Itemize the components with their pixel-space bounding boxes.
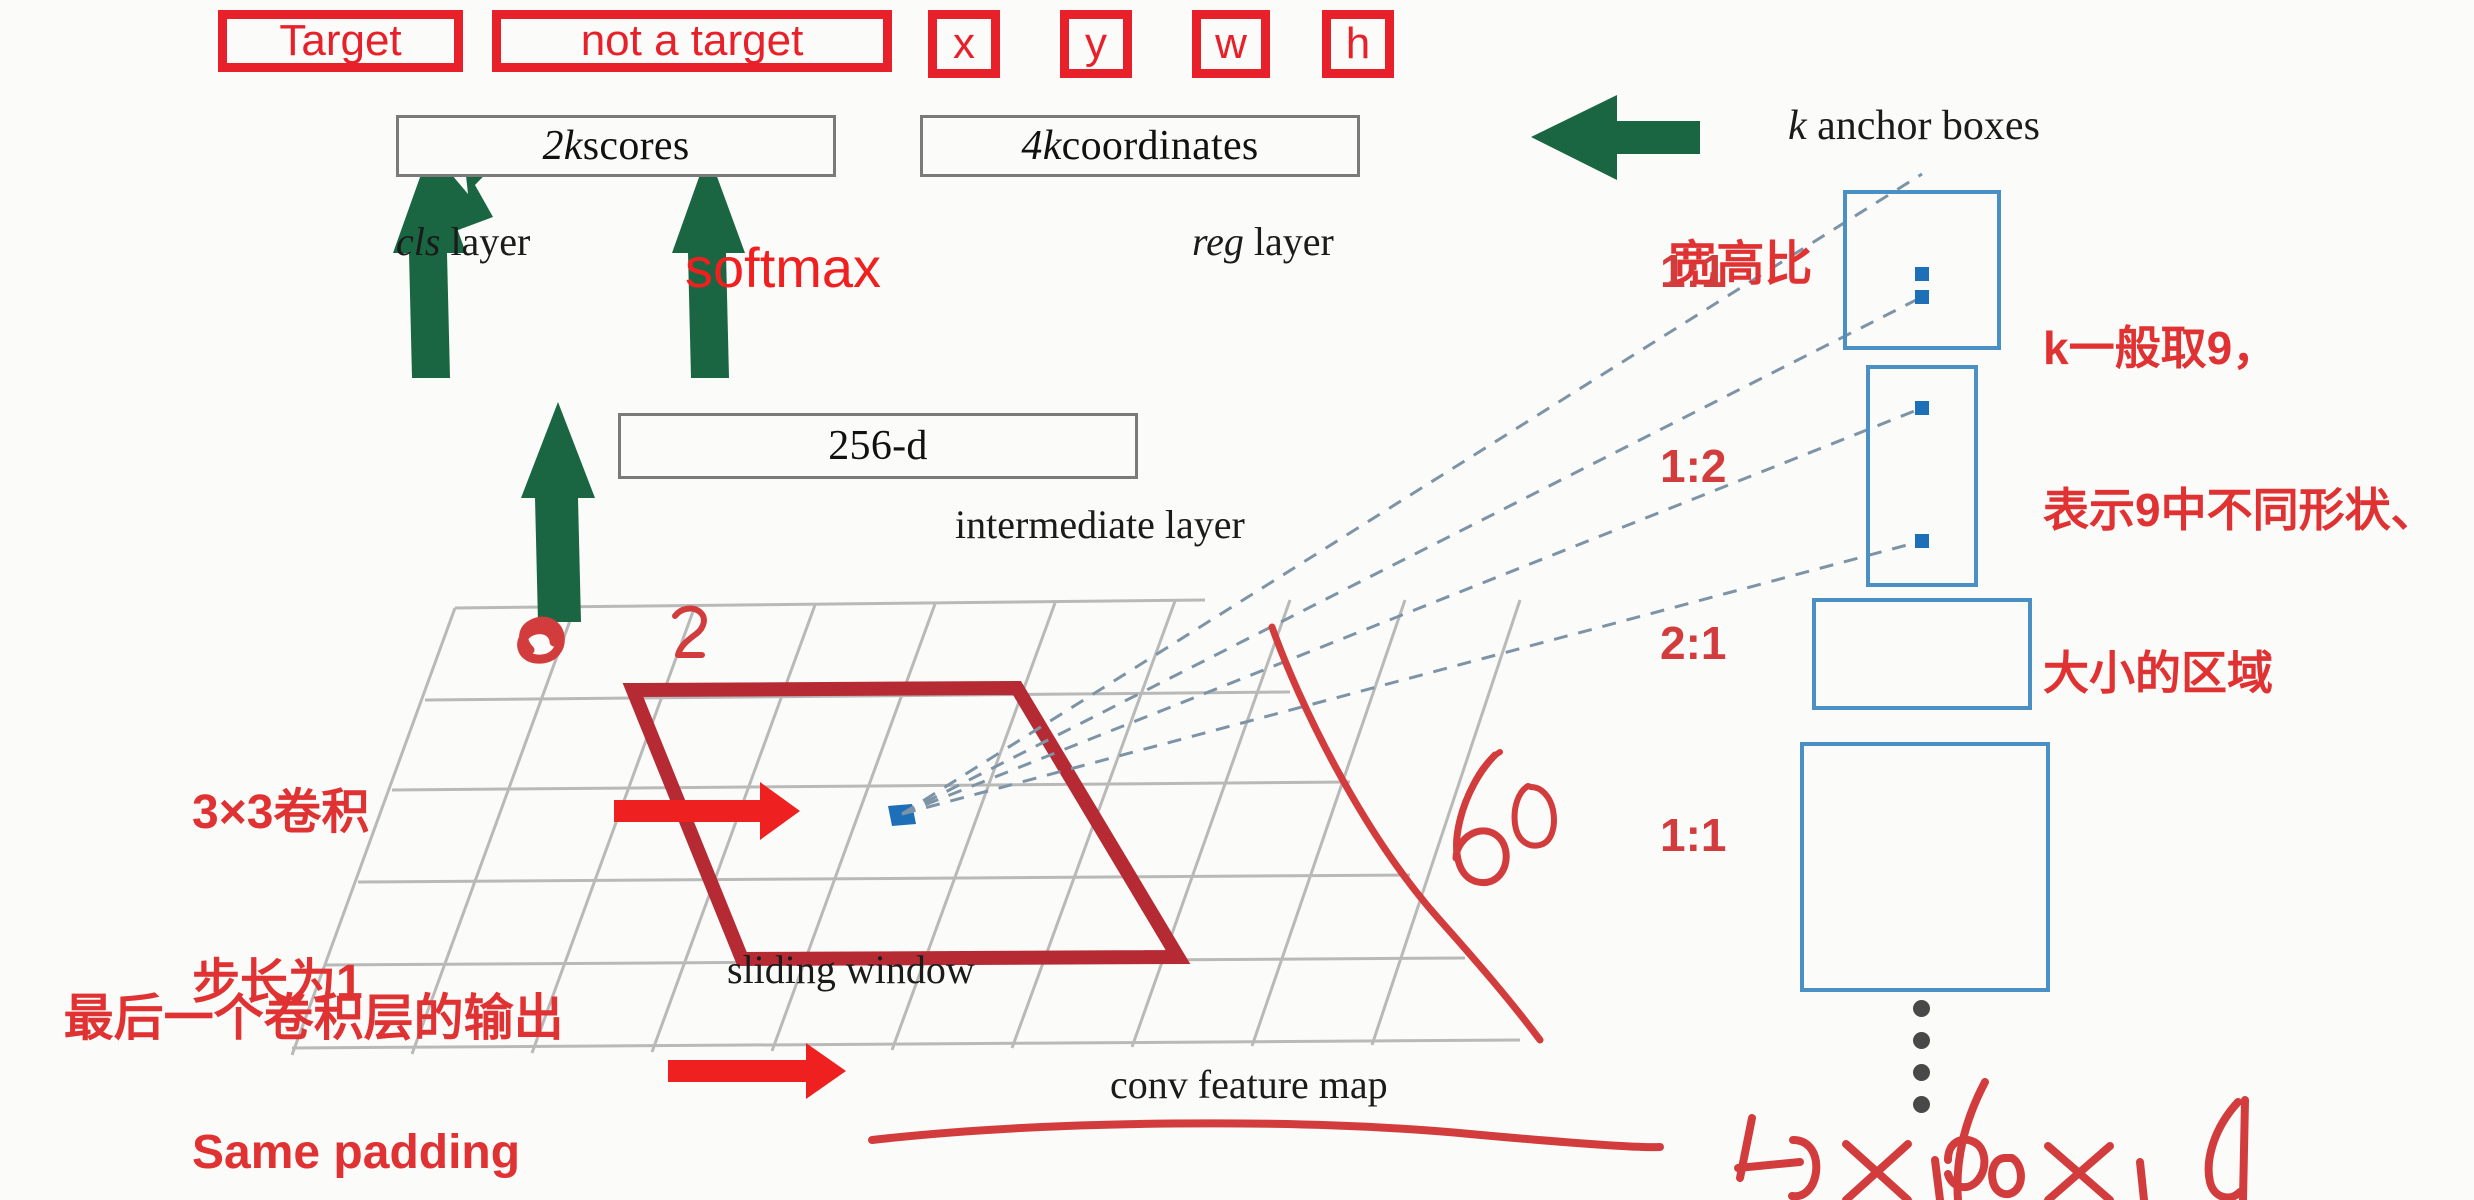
box-2k-scores: 2k scores [396, 115, 836, 177]
annotation-last-conv-output: 最后一个卷积层的输出 [8, 930, 564, 1107]
annotation-k-note-line1: k一般取9， [2043, 321, 2279, 374]
annotation-k-note: k一般取9， 表示9中不同形状、 大小的区域 [2043, 212, 2437, 809]
caption-reg-rest: layer [1243, 219, 1334, 264]
box-256d-text: 256-d [828, 423, 928, 469]
ratio-label-1-1-b: 1:1 [1660, 812, 1726, 858]
arrow-up-icon-intermediate-body [521, 402, 595, 622]
box-2k-scores-prefix: 2k [542, 123, 583, 169]
arrow-left-icon-body [1531, 95, 1700, 180]
anchor-center-dot-3 [1915, 401, 1929, 415]
caption-softmax: softmax [685, 240, 881, 296]
red-slide-arrows [614, 782, 846, 1099]
ratio-label-2-1-text: 2:1 [1660, 617, 1727, 669]
label-x-text: x [953, 19, 975, 68]
ratio-label-1-1-a: 1:1 [1660, 248, 1726, 294]
arrow-right-icon-2 [668, 1043, 846, 1099]
ratio-label-1-1-b-text: 1:1 [1660, 809, 1727, 861]
label-y-text: y [1085, 19, 1107, 68]
caption-sliding-window-text: sliding window [727, 947, 975, 992]
label-not-a-target: not a target [492, 10, 892, 72]
caption-conv-feature-map-text: conv feature map [1110, 1062, 1388, 1107]
anchor-box-1-1-b [1800, 742, 2050, 992]
caption-k-anchor-rest: anchor boxes [1806, 103, 2040, 149]
annotation-conv-note: 3×3卷积 步长为1 Same padding [192, 672, 520, 1200]
anchor-center-dot-1 [1915, 267, 1929, 281]
anchor-center-dot-4 [1915, 534, 1929, 548]
anchor-box-1-1-a [1843, 190, 2001, 350]
label-h-text: h [1345, 19, 1371, 68]
box-256d: 256-d [618, 413, 1138, 479]
caption-reg-layer: reg layer [1192, 222, 1334, 262]
box-2k-scores-suffix: scores [582, 123, 690, 169]
handwritten-red-strokes [517, 605, 2249, 1200]
caption-cls-layer: cls layer [396, 222, 530, 262]
box-4k-coordinates-suffix: coordinates [1061, 123, 1259, 169]
anchor-box-2-1 [1812, 598, 2032, 710]
anchor-box-1-2 [1866, 365, 1978, 587]
hand-grid-mark-1 [517, 616, 565, 664]
annotation-aspect-ratio-text: 宽高比 [1668, 237, 1813, 291]
caption-cls-rest: layer [440, 219, 531, 264]
annotation-conv-note-line1: 3×3卷积 [192, 786, 370, 840]
label-not-a-target-text: not a target [580, 16, 804, 65]
caption-cls-italic: cls [396, 219, 441, 264]
annotation-last-conv-output-text: 最后一个卷积层的输出 [63, 990, 564, 1046]
caption-k-anchor-boxes: k anchor boxes [1788, 105, 2040, 147]
annotation-conv-note-line2: 步长为1 [192, 956, 363, 1010]
caption-intermediate-layer: intermediate layer [955, 505, 1245, 545]
caption-k-anchor-italic: k [1788, 103, 1807, 149]
label-w: w [1192, 10, 1270, 78]
arrow-right-icon-1 [614, 782, 800, 840]
label-target-text: Target [279, 16, 402, 65]
hand-dims-strokes [1734, 1078, 2249, 1200]
green-arrows [393, 95, 1700, 622]
hand-zero [1511, 783, 1557, 849]
ratio-label-1-2: 1:2 [1660, 443, 1726, 489]
label-x: x [928, 10, 1000, 78]
hand-underline-bottom [868, 1119, 1664, 1152]
label-target: Target [218, 10, 463, 72]
ratio-label-2-1: 2:1 [1660, 620, 1726, 666]
arrow-up-icon-cls-body [393, 152, 466, 378]
annotation-k-note-line2: 表示9中不同形状、 [2043, 484, 2437, 537]
annotation-k-note-line3: 大小的区域 [2043, 647, 2273, 700]
box-4k-coordinates-prefix: 4k [1021, 123, 1062, 169]
caption-sliding-window: sliding window [727, 950, 975, 990]
caption-intermediate-layer-text: intermediate layer [955, 502, 1245, 547]
box-4k-coordinates: 4k coordinates [920, 115, 1360, 177]
arrow-up-icon-reg-body [672, 152, 745, 378]
annotation-conv-note-line3: Same padding [192, 1126, 521, 1179]
label-h: h [1322, 10, 1394, 78]
ratio-label-1-1-a-text: 1:1 [1660, 245, 1727, 297]
hand-grid-mark-2 [672, 605, 707, 658]
sliding-window-outline [622, 680, 1191, 967]
caption-reg-italic: reg [1192, 219, 1244, 264]
caption-conv-feature-map: conv feature map [1110, 1065, 1388, 1105]
annotation-aspect-ratio-label: 宽高比 [1615, 180, 1812, 350]
hand-bracket-right [1268, 623, 1544, 1044]
anchor-leader-lines [901, 172, 1923, 816]
anchor-center-dot-2 [1915, 290, 1929, 304]
ratio-label-1-2-text: 1:2 [1660, 440, 1727, 492]
label-y: y [1060, 10, 1132, 78]
caption-softmax-text: softmax [685, 236, 882, 299]
label-w-text: w [1215, 19, 1247, 68]
hand-six-tail [1457, 749, 1503, 821]
